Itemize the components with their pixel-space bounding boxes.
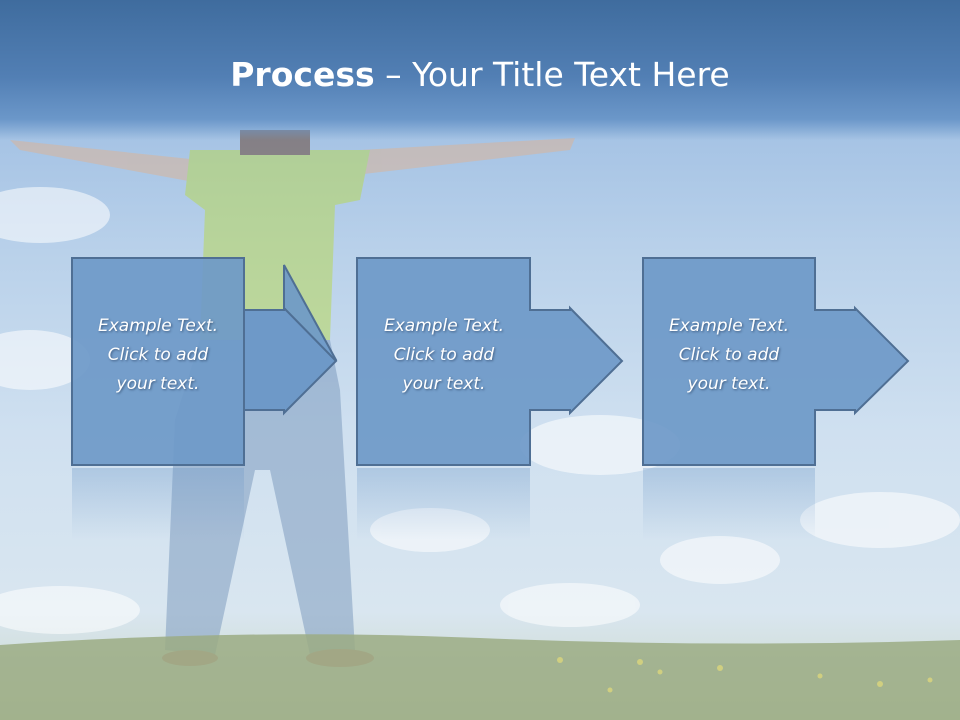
step-2-line-1: Example Text. — [383, 316, 505, 336]
step-1-line-3: your text. — [116, 374, 200, 394]
process-step-2[interactable] — [356, 257, 624, 540]
step-2-line-2: Click to add — [393, 345, 495, 365]
title-dash: – — [374, 55, 413, 94]
flowers — [557, 657, 933, 693]
step-2-text[interactable]: Example Text. Click to add your text. — [358, 312, 530, 399]
step-3-reflection — [643, 468, 815, 540]
step-3-text[interactable]: Example Text. Click to add your text. — [643, 312, 815, 399]
step-3-line-2: Click to add — [678, 345, 780, 365]
step-1-text[interactable]: Example Text. Click to add your text. — [72, 312, 244, 399]
step-2-line-3: your text. — [402, 374, 486, 394]
step-3-line-3: your text. — [687, 374, 771, 394]
process-step-3[interactable] — [642, 257, 910, 540]
step-2-reflection — [357, 468, 530, 540]
title-rest: Your Title Text Here — [412, 55, 730, 94]
title-band — [0, 0, 960, 140]
step-1-reflection — [72, 468, 244, 540]
arrow-right-icon — [243, 305, 338, 416]
step-1-line-1: Example Text. — [97, 316, 219, 336]
grass — [0, 634, 960, 720]
slide-title[interactable]: Process – Your Title Text Here — [0, 52, 960, 98]
step-3-line-1: Example Text. — [668, 316, 790, 336]
step-1-line-2: Click to add — [107, 345, 209, 365]
title-bold-part: Process — [230, 55, 375, 94]
